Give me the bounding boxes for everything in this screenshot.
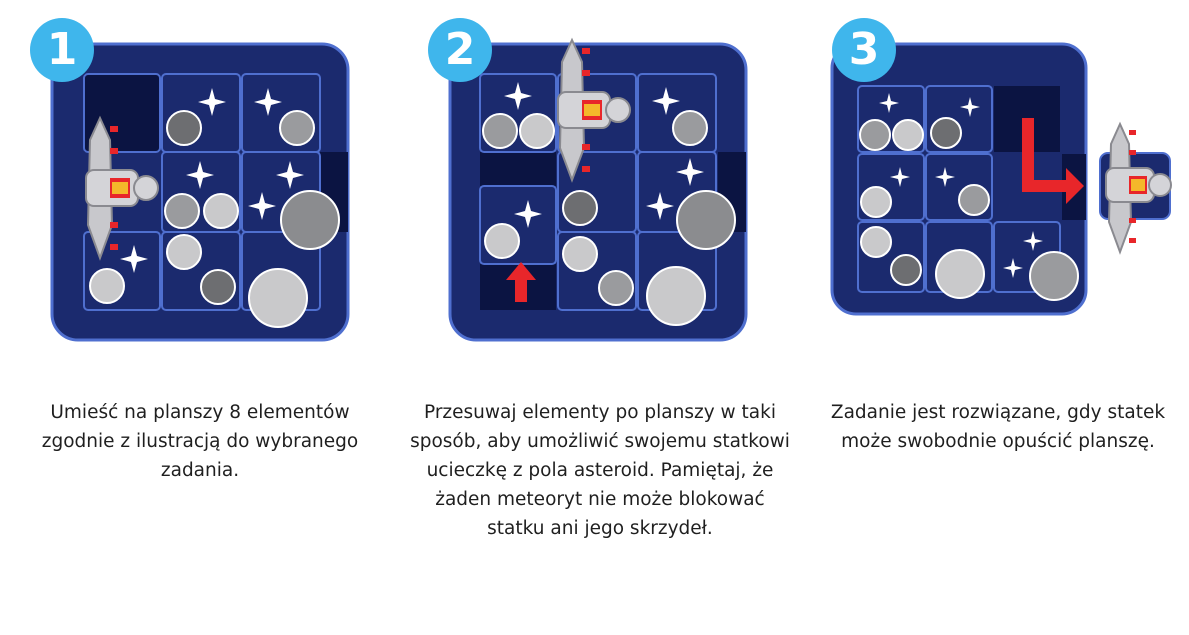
arrow-up-icon <box>506 262 536 302</box>
asteroid-icon <box>859 119 891 151</box>
asteroid-icon <box>203 193 239 229</box>
star-icon <box>1023 231 1043 251</box>
asteroid-icon <box>890 254 922 286</box>
asteroid-icon <box>166 234 202 270</box>
spaceship-icon <box>557 37 631 183</box>
step-number-badge: 1 <box>30 18 94 82</box>
asteroid-icon <box>279 110 315 146</box>
asteroid-icon <box>248 268 308 328</box>
star-icon <box>120 245 148 273</box>
board-1-illustration <box>50 42 350 342</box>
star-icon <box>935 167 955 187</box>
star-icon <box>248 192 276 220</box>
empty-cell <box>480 152 556 186</box>
asteroid-icon <box>935 249 985 299</box>
arrow-l-right-icon <box>1022 118 1084 204</box>
spaceship-icon <box>85 115 159 261</box>
asteroid-icon <box>958 184 990 216</box>
asteroid-icon <box>930 117 962 149</box>
asteroid-icon <box>672 110 708 146</box>
asteroid-icon <box>89 268 125 304</box>
star-icon <box>186 161 214 189</box>
asteroid-icon <box>1029 251 1079 301</box>
asteroid-icon <box>860 186 892 218</box>
asteroid-icon <box>892 119 924 151</box>
step-number-badge: 3 <box>832 18 896 82</box>
asteroid-icon <box>562 190 598 226</box>
star-icon <box>276 161 304 189</box>
star-icon <box>676 158 704 186</box>
spaceship-icon <box>1105 121 1172 255</box>
step-3: 3 Zadanie jest rozwiązane, gdy statek mo… <box>800 0 1189 635</box>
step-2: 2 Przesuwaj elementy po planszy w taki s… <box>400 0 800 635</box>
step-number-badge: 2 <box>428 18 492 82</box>
star-icon <box>646 192 674 220</box>
star-icon <box>960 97 980 117</box>
star-icon <box>1003 258 1023 278</box>
star-icon <box>890 167 910 187</box>
star-icon <box>652 87 680 115</box>
star-icon <box>879 93 899 113</box>
star-icon <box>198 88 226 116</box>
asteroid-icon <box>200 269 236 305</box>
star-icon <box>254 88 282 116</box>
step-1: 1 Umieść na planszy 8 elementów zgodnie … <box>0 0 400 635</box>
board-3-illustration <box>830 42 1172 316</box>
star-icon <box>504 82 532 110</box>
step-description: Zadanie jest rozwiązane, gdy statek może… <box>830 402 1166 452</box>
asteroid-icon <box>482 113 518 149</box>
asteroid-icon <box>598 270 634 306</box>
star-icon <box>514 200 542 228</box>
step-description: Przesuwaj elementy po planszy w taki spo… <box>410 402 790 539</box>
asteroid-icon <box>166 110 202 146</box>
board-2-illustration <box>448 37 748 342</box>
asteroid-icon <box>484 223 520 259</box>
step-description: Umieść na planszy 8 elementów zgodnie z … <box>41 402 359 481</box>
asteroid-icon <box>164 193 200 229</box>
asteroid-icon <box>676 190 736 250</box>
asteroid-icon <box>519 113 555 149</box>
asteroid-icon <box>562 236 598 272</box>
asteroid-icon <box>646 266 706 326</box>
asteroid-icon <box>280 190 340 250</box>
asteroid-icon <box>860 226 892 258</box>
